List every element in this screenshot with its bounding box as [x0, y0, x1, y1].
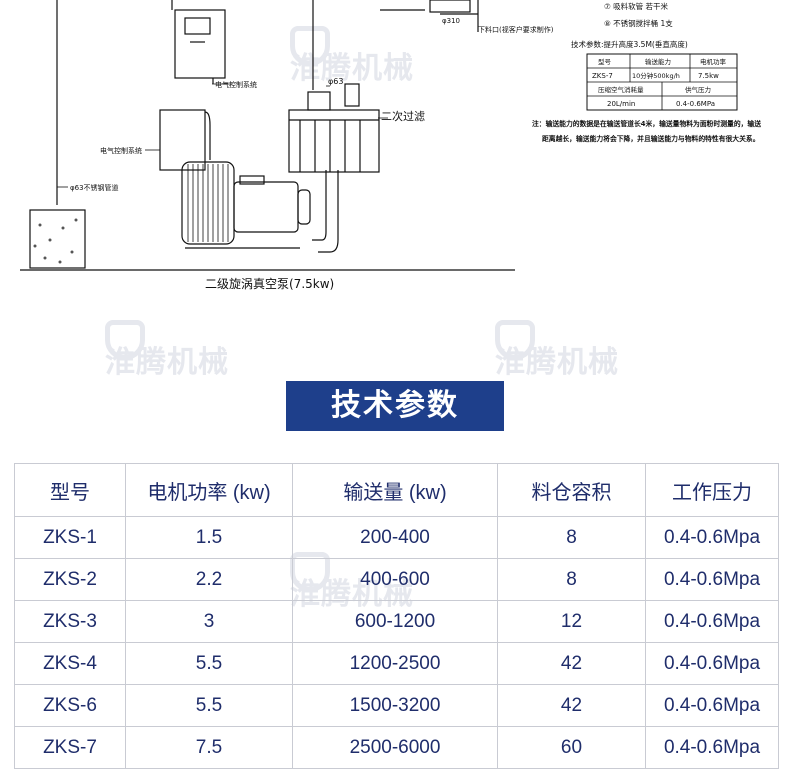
- column-header: 型号: [14, 463, 126, 517]
- technical-drawing: 电气控制系统 电气控制系统 φ63不锈钢管道 φ63 二次过滤 二级旋涡真空泵(…: [0, 0, 790, 300]
- label-pipe: φ63不锈钢管道: [70, 183, 119, 192]
- cell-model: ZKS-3: [14, 600, 126, 643]
- cell-volume: 8: [497, 516, 646, 559]
- cell-power: 7.5: [125, 726, 293, 769]
- table-row: ZKS-3 3 600-1200 12 0.4-0.6Mpa: [14, 600, 779, 643]
- cell-capacity: 1200-2500: [292, 642, 498, 685]
- cell-capacity: 1500-3200: [292, 684, 498, 727]
- cell-model: ZKS-1: [14, 516, 126, 559]
- column-header: 料仓容积: [497, 463, 646, 517]
- cell-capacity: 400-600: [292, 558, 498, 601]
- label-phi63: φ63: [328, 77, 343, 86]
- label-control-system: 电气控制系统: [100, 146, 142, 155]
- cell-capacity: 600-1200: [292, 600, 498, 643]
- spec-heading: 技术参数:提升高度3.5M(垂直高度): [571, 39, 688, 49]
- spec-header: 输送能力: [645, 57, 671, 66]
- label-secondary-filter: 二次过滤: [381, 109, 425, 123]
- cell-volume: 8: [497, 558, 646, 601]
- cell-model: ZKS-6: [14, 684, 126, 727]
- cell-pressure: 0.4-0.6Mpa: [645, 726, 779, 769]
- cell-pressure: 0.4-0.6Mpa: [645, 600, 779, 643]
- cell-volume: 42: [497, 642, 646, 685]
- spec-table: 型号 电机功率 (kw) 输送量 (kw) 料仓容积 工作压力 ZKS-1 1.…: [14, 463, 779, 769]
- label-outlet: 下料口(视客户要求制作): [478, 25, 554, 34]
- notes-item: ⑦ 吸料软管 若干米: [604, 1, 668, 11]
- spec-cell: 10分钟500kg/h: [632, 71, 680, 80]
- cell-pressure: 0.4-0.6Mpa: [645, 516, 779, 559]
- notes-item: ⑧ 不锈钢搅拌桶 1支: [604, 18, 673, 28]
- vacuum-feeder-schematic: 电气控制系统 电气控制系统 φ63不锈钢管道 φ63 二次过滤 二级旋涡真空泵(…: [20, 0, 761, 291]
- watermark-logo: 淮腾机械: [105, 318, 229, 381]
- table-row: ZKS-7 7.5 2500-6000 60 0.4-0.6Mpa: [14, 726, 779, 769]
- cell-volume: 42: [497, 684, 646, 727]
- spec-cell: ZKS-7: [592, 72, 613, 80]
- spec-header: 型号: [598, 57, 612, 66]
- label-pump: 二级旋涡真空泵(7.5kw): [205, 277, 334, 291]
- column-header: 输送量 (kw): [292, 463, 498, 517]
- table-row: ZKS-2 2.2 400-600 8 0.4-0.6Mpa: [14, 558, 779, 601]
- spec-header: 供气压力: [685, 85, 711, 94]
- table-row: ZKS-6 5.5 1500-3200 42 0.4-0.6Mpa: [14, 684, 779, 727]
- cell-volume: 12: [497, 600, 646, 643]
- cell-model: ZKS-7: [14, 726, 126, 769]
- label-control-system: 电气控制系统: [215, 80, 257, 89]
- table-row: ZKS-1 1.5 200-400 8 0.4-0.6Mpa: [14, 516, 779, 559]
- table-header-row: 型号 电机功率 (kw) 输送量 (kw) 料仓容积 工作压力: [14, 463, 779, 517]
- spec-cell: 0.4-0.6MPa: [676, 100, 715, 108]
- cell-power: 5.5: [125, 684, 293, 727]
- spec-header: 压缩空气消耗量: [598, 85, 644, 94]
- section-title: 技术参数: [286, 381, 504, 431]
- cell-power: 3: [125, 600, 293, 643]
- spec-cell: 7.5kw: [698, 72, 719, 80]
- cell-power: 5.5: [125, 642, 293, 685]
- cell-pressure: 0.4-0.6Mpa: [645, 642, 779, 685]
- note-text: 距离越长，输送能力将会下降，并且输送能力与物料的特性有很大关系。: [542, 134, 760, 143]
- column-header: 电机功率 (kw): [125, 463, 293, 517]
- cell-volume: 60: [497, 726, 646, 769]
- cell-pressure: 0.4-0.6Mpa: [645, 558, 779, 601]
- note-text: 注：输送能力的数据是在输送管道长4米，输送量物料为面粉时测量的，输送: [532, 119, 761, 128]
- spec-cell: 20L/min: [607, 100, 635, 108]
- cell-power: 1.5: [125, 516, 293, 559]
- watermark-logo: 淮腾机械: [495, 318, 619, 381]
- column-header: 工作压力: [645, 463, 779, 517]
- cell-model: ZKS-4: [14, 642, 126, 685]
- spec-header: 电机功率: [700, 57, 727, 66]
- cell-pressure: 0.4-0.6Mpa: [645, 684, 779, 727]
- label-phi310: φ310: [442, 17, 460, 25]
- cell-power: 2.2: [125, 558, 293, 601]
- cell-capacity: 200-400: [292, 516, 498, 559]
- cell-capacity: 2500-6000: [292, 726, 498, 769]
- cell-model: ZKS-2: [14, 558, 126, 601]
- table-row: ZKS-4 5.5 1200-2500 42 0.4-0.6Mpa: [14, 642, 779, 685]
